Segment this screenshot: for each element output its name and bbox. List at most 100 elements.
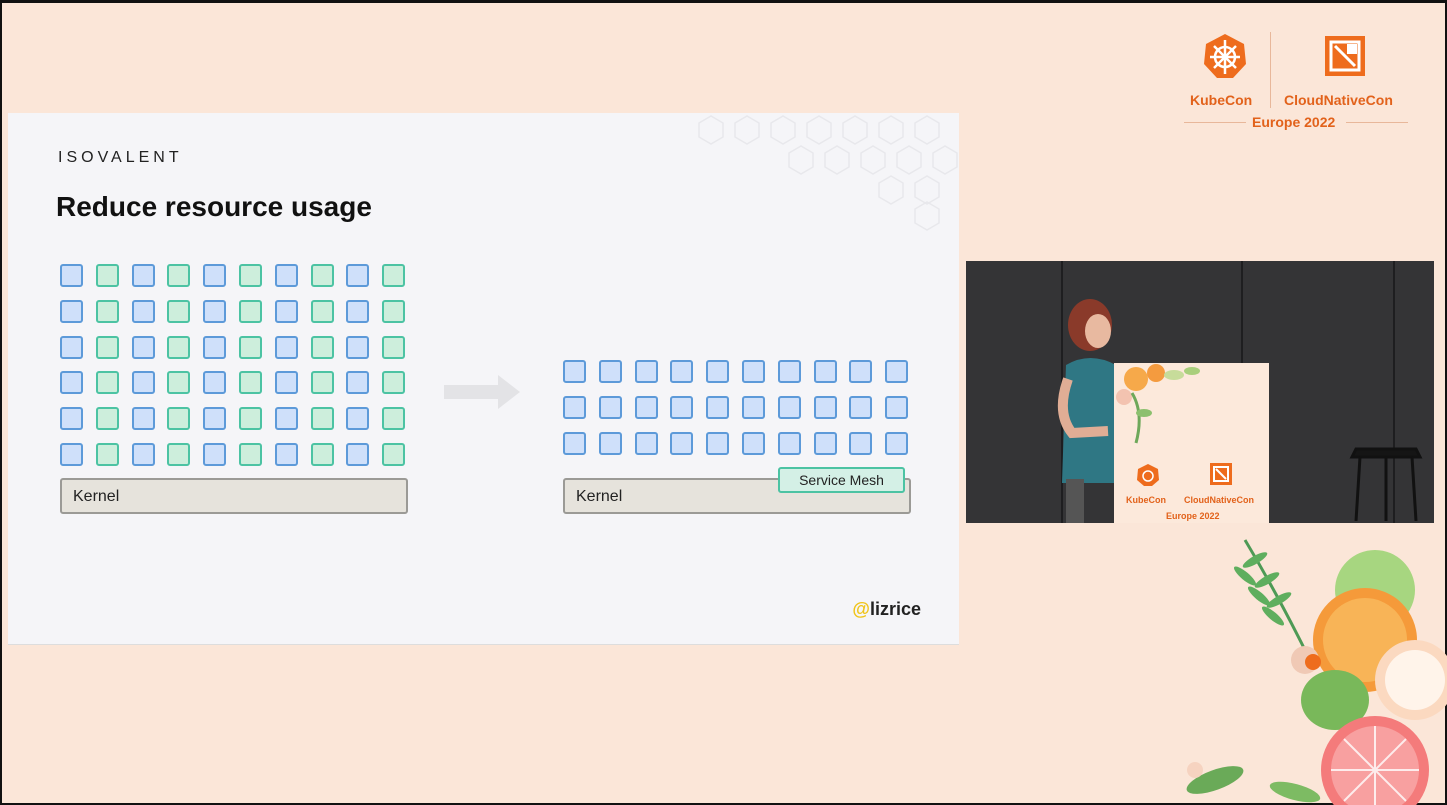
container-square <box>95 371 119 395</box>
kernel-label-right: Kernel <box>576 488 623 505</box>
hexagon-pattern-decoration <box>698 115 958 231</box>
container-square <box>274 371 298 395</box>
container-square <box>60 335 83 359</box>
container-square <box>131 335 155 359</box>
container-square <box>346 407 370 431</box>
container-square <box>670 360 694 383</box>
container-square <box>203 335 227 359</box>
container-square <box>885 431 909 455</box>
container-square <box>885 395 909 419</box>
logo-cloudnativecon-text: CloudNativeCon <box>1284 92 1393 108</box>
service-mesh-container-grid <box>563 360 913 456</box>
container-square <box>813 395 837 419</box>
container-square <box>95 299 119 323</box>
container-square <box>706 431 730 455</box>
container-square <box>239 264 262 287</box>
container-square <box>60 443 83 466</box>
presentation-slide: ISOVALENT Reduce resource usage Kernel K… <box>8 113 959 644</box>
stool-decoration <box>1349 447 1423 521</box>
container-square <box>346 335 370 359</box>
sidecar-container-grid <box>60 264 410 470</box>
right-arrow-icon <box>444 375 520 409</box>
container-square <box>742 360 765 383</box>
container-square <box>382 443 406 466</box>
logo-kubecon-text: KubeCon <box>1190 92 1253 108</box>
container-square <box>598 431 622 455</box>
container-square <box>203 264 227 287</box>
container-square <box>131 264 155 287</box>
container-square <box>382 264 406 287</box>
container-square <box>95 443 119 466</box>
container-square <box>670 395 694 419</box>
container-square <box>95 407 119 431</box>
handle-text: lizrice <box>869 599 921 619</box>
container-square <box>60 371 83 395</box>
container-square <box>634 360 658 383</box>
container-square <box>274 335 298 359</box>
container-square <box>310 371 334 395</box>
container-square <box>849 395 873 419</box>
container-square <box>634 395 658 419</box>
container-square <box>813 431 837 455</box>
container-square <box>60 407 83 431</box>
container-square <box>310 407 334 431</box>
podium-kubecon-text: KubeCon <box>1126 495 1166 505</box>
container-square <box>167 299 191 323</box>
container-square <box>167 407 191 431</box>
container-square <box>131 407 155 431</box>
podium-edition-text: Europe 2022 <box>1166 511 1220 521</box>
service-mesh-box: Service Mesh <box>778 467 905 493</box>
container-square <box>310 264 334 287</box>
container-square <box>239 407 262 431</box>
container-square <box>634 431 658 455</box>
container-square <box>60 299 83 323</box>
container-square <box>310 335 334 359</box>
container-square <box>382 407 406 431</box>
container-square <box>382 371 406 395</box>
container-square <box>777 360 801 383</box>
kernel-label-left: Kernel <box>73 488 120 505</box>
container-square <box>706 395 730 419</box>
container-square <box>131 443 155 466</box>
podium-cloudnativecon-icon <box>1210 463 1232 485</box>
container-square <box>95 335 119 359</box>
container-square <box>849 431 873 455</box>
podium-kubecon-icon <box>1137 464 1159 486</box>
container-square <box>203 443 227 466</box>
container-square <box>239 335 262 359</box>
container-square <box>131 299 155 323</box>
container-square <box>239 299 262 323</box>
container-square <box>167 371 191 395</box>
container-square <box>742 395 765 419</box>
container-square <box>598 360 622 383</box>
container-square <box>274 299 298 323</box>
container-square <box>777 395 801 419</box>
container-square <box>274 264 298 287</box>
speaker-video-feed: KubeCon CloudNativeCon Europe 2022 <box>966 261 1434 523</box>
container-square <box>346 443 370 466</box>
isovalent-brand: ISOVALENT <box>58 149 183 166</box>
container-square <box>563 360 586 383</box>
podium-floral-decoration <box>1116 364 1200 444</box>
container-square <box>203 371 227 395</box>
container-square <box>742 431 765 455</box>
container-square <box>131 371 155 395</box>
container-square <box>167 335 191 359</box>
container-square <box>310 299 334 323</box>
container-square <box>849 360 873 383</box>
container-square <box>813 360 837 383</box>
twitter-handle: @lizrice <box>852 599 921 619</box>
kubernetes-helm-icon <box>1204 34 1246 78</box>
container-square <box>382 299 406 323</box>
container-square <box>670 431 694 455</box>
container-square <box>167 443 191 466</box>
container-square <box>274 443 298 466</box>
kernel-bar-left: Kernel <box>60 478 408 514</box>
slide-title: Reduce resource usage <box>56 191 372 222</box>
container-square <box>60 264 83 287</box>
container-square <box>382 335 406 359</box>
container-square <box>239 443 262 466</box>
logo-edition-text: Europe 2022 <box>1252 114 1336 130</box>
speaker-figure <box>1057 299 1120 523</box>
container-square <box>563 395 586 419</box>
